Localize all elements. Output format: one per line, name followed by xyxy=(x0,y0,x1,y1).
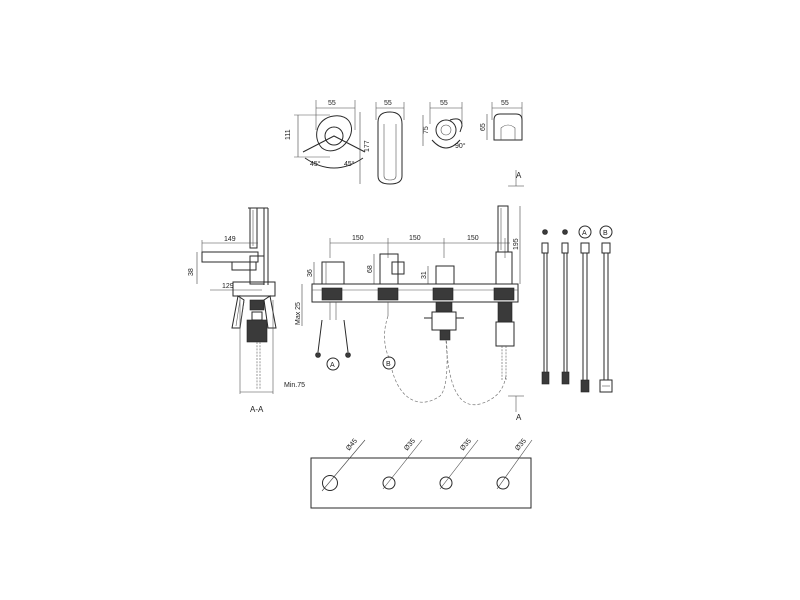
section-mark-top: A xyxy=(516,171,522,180)
holder-width-label: 55 xyxy=(501,100,509,107)
plate-hole-3: Ø35 xyxy=(459,438,473,453)
section-mark-bottom: A xyxy=(516,413,522,422)
hose-1 xyxy=(541,242,550,385)
section-a-a: 149 38 129 Min.75 A-A xyxy=(188,207,305,414)
diverter-angle-label: 90° xyxy=(455,142,466,150)
front-view: 150 150 150 36 68 31 195 Max 25 xyxy=(295,170,524,422)
plate-hole-1: Ø45 xyxy=(345,438,359,453)
spacing-2-label: 150 xyxy=(409,235,421,242)
dim-36-label: 36 xyxy=(307,269,314,277)
lever-angle-left-label: 45° xyxy=(310,160,321,168)
top-view-diverter: 55 75 90° xyxy=(422,100,466,150)
lever-angle-right-label: 45° xyxy=(344,160,355,168)
section-dim-38: 38 xyxy=(188,268,195,276)
plate-hole-2: Ø35 xyxy=(403,438,417,453)
hoses-group: A B xyxy=(541,225,613,393)
top-view-lever: 55 111 45° 45° xyxy=(285,100,366,169)
top-view-spout: 55 177 xyxy=(359,100,405,185)
holder-height-label: 65 xyxy=(480,123,487,131)
section-dim-129: 129 xyxy=(222,283,234,290)
hose-label-b: B xyxy=(603,230,608,237)
hose-2 xyxy=(561,242,570,385)
hose-b xyxy=(599,242,613,393)
spacing-3-label: 150 xyxy=(467,235,479,242)
hose-a xyxy=(580,242,590,393)
callout-b: B xyxy=(386,361,391,368)
section-dim-min75: Min.75 xyxy=(284,382,305,389)
spacing-1-label: 150 xyxy=(352,235,364,242)
hose-label-a: A xyxy=(582,230,587,237)
diverter-height-label: 75 xyxy=(423,126,430,134)
lever-width-label: 55 xyxy=(328,100,336,107)
plate-hole-4: Ø35 xyxy=(514,438,528,453)
dim-31-label: 31 xyxy=(421,271,428,279)
dim-195-label: 195 xyxy=(513,238,520,250)
mounting-plate: Ø45 Ø35 Ø35 Ø35 xyxy=(310,438,533,509)
dim-68-label: 68 xyxy=(367,265,374,273)
lever-height-label: 111 xyxy=(285,129,292,140)
spout-height-label: 177 xyxy=(364,140,371,152)
spout-width-label: 55 xyxy=(384,100,392,107)
diverter-width-label: 55 xyxy=(440,100,448,107)
dim-max25-label: Max 25 xyxy=(295,302,302,325)
callout-a: A xyxy=(330,362,335,369)
top-view-holder: 55 65 xyxy=(480,100,523,141)
section-dim-149: 149 xyxy=(224,236,236,243)
section-label: A-A xyxy=(250,405,264,414)
